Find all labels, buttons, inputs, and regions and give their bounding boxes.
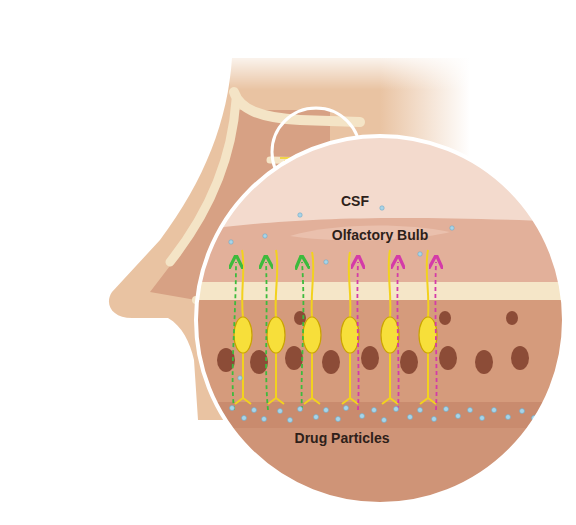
top-fade	[230, 50, 490, 90]
region-label: Olfactory Bulb	[332, 227, 428, 244]
region-label: Drug Particles	[295, 430, 390, 447]
region-label: CSF	[341, 193, 369, 210]
zoom-circle	[196, 136, 564, 504]
zoom-view	[190, 130, 570, 525]
